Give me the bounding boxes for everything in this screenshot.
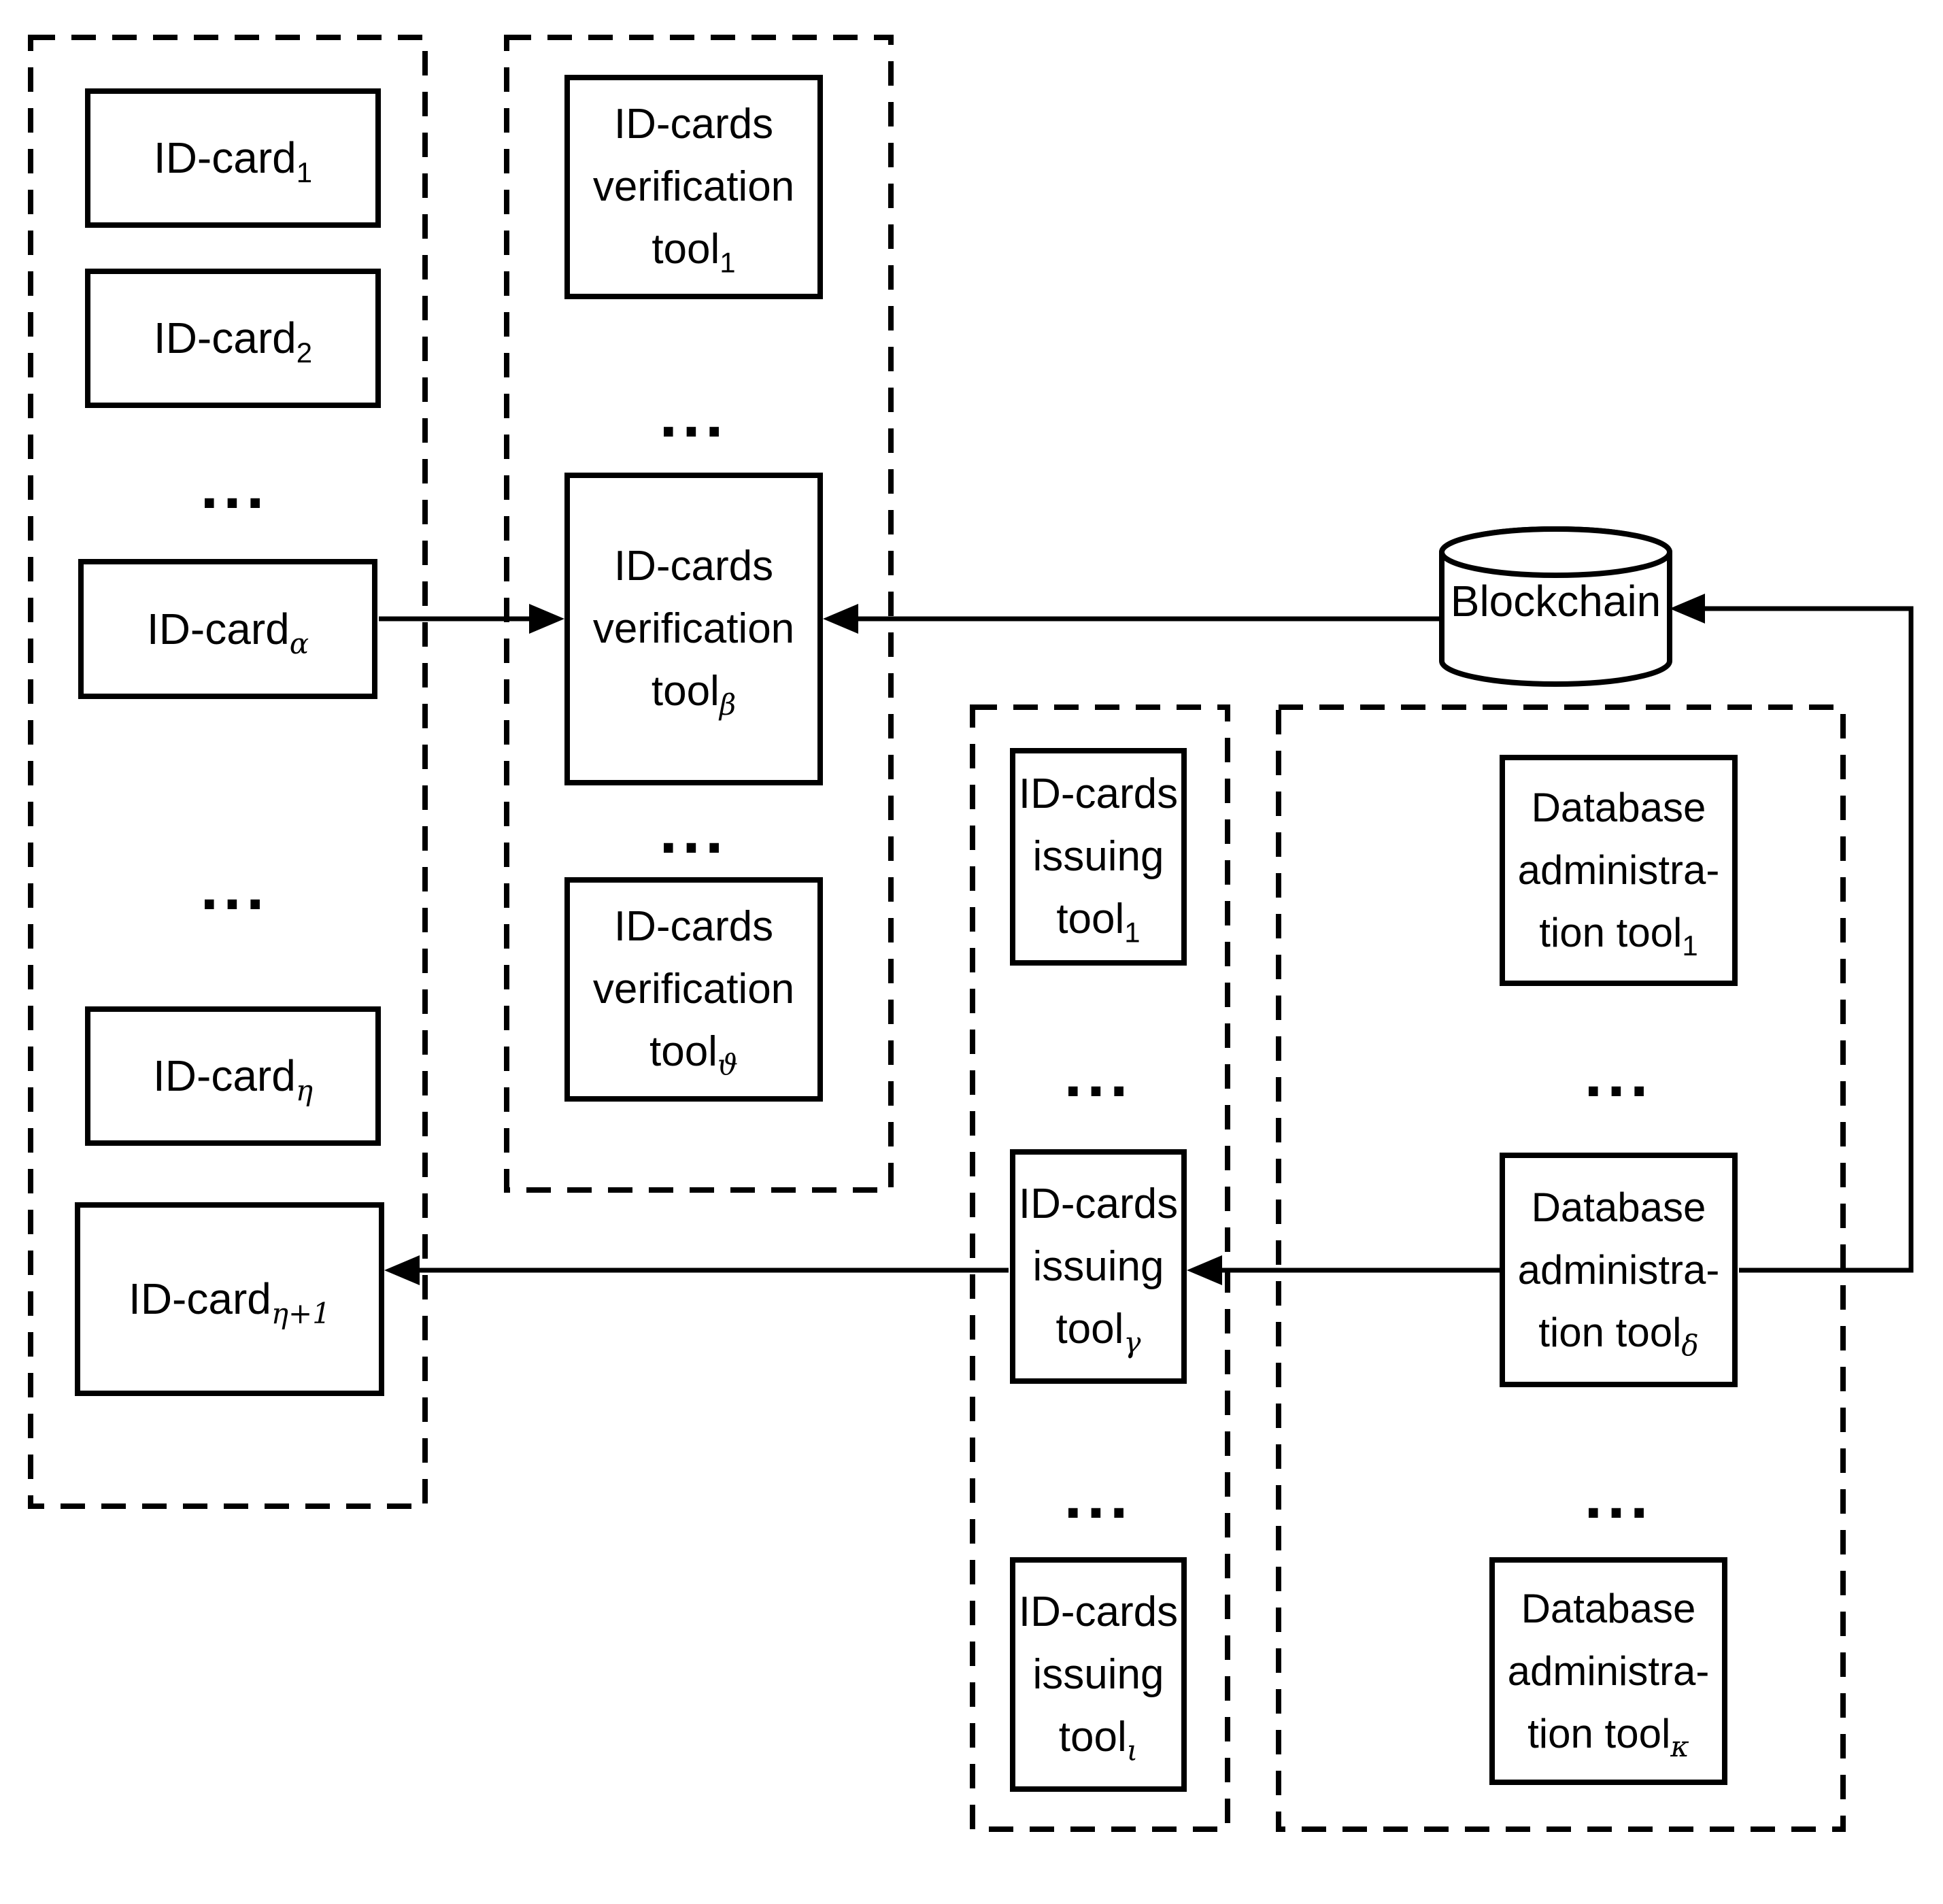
id-card-1-subscript: 1 <box>296 156 313 189</box>
db-admin-tool-1-subscript: 1 <box>1682 930 1698 962</box>
ellipsis-database-upper: ... <box>1584 1038 1653 1110</box>
id-card-2-subscript: 2 <box>296 337 313 369</box>
verification-tool-1-line2: verification <box>592 163 795 210</box>
issuing-tool-iota-line2: issuing <box>1032 1650 1164 1698</box>
arrow-blockchain-to-verification-tool-beta <box>823 604 1442 634</box>
verification-tool-theta-node: ID-cards verification toolϑ <box>564 877 823 1102</box>
id-card-alpha-node: ID-cardα <box>78 559 377 699</box>
blockchain-cylinder-icon <box>1439 526 1672 687</box>
verification-tools-group-box <box>504 35 894 1193</box>
issuing-tool-1-node: ID-cards issuing tool1 <box>1010 748 1187 966</box>
id-card-eta-node: ID-cardη <box>85 1006 381 1146</box>
id-card-eta-label: ID-card <box>153 1051 296 1101</box>
db-admin-tool-delta-line1: Database <box>1531 1184 1706 1230</box>
arrow-idcard-alpha-to-verification-tool-beta <box>379 604 564 634</box>
id-card-eta-plus-1-node: ID-cardη+1 <box>75 1202 384 1396</box>
verification-tool-beta-subscript: β <box>719 687 737 721</box>
db-admin-tool-1-node: Database administra- tion tool1 <box>1500 755 1738 986</box>
verification-tool-1-node: ID-cards verification tool1 <box>564 75 823 299</box>
verification-tool-beta-line2: verification <box>592 605 795 652</box>
issuing-tool-gamma-node: ID-cards issuing toolγ <box>1010 1149 1187 1384</box>
arrow-db-admin-tool-delta-to-issuing-tool-gamma <box>1187 1255 1502 1285</box>
id-card-1-node: ID-card1 <box>85 88 381 228</box>
verification-tool-1-line3: tool <box>652 226 720 273</box>
db-admin-tool-kappa-line3: tion tool <box>1527 1710 1671 1756</box>
id-card-eta-plus-1-subscript: η+1 <box>271 1297 331 1331</box>
verification-tool-theta-line3: tool <box>649 1028 717 1075</box>
ellipsis-id-cards-upper: ... <box>200 449 269 522</box>
verification-tool-theta-line1: ID-cards <box>613 903 774 950</box>
ellipsis-verification-upper: ... <box>659 378 728 451</box>
verification-tool-theta-subscript: ϑ <box>717 1048 738 1082</box>
id-card-alpha-subscript: α <box>289 626 309 660</box>
db-admin-tool-1-line3: tion tool <box>1539 910 1683 955</box>
issuing-tool-gamma-subscript: γ <box>1123 1325 1141 1359</box>
db-admin-tool-kappa-subscript: κ <box>1670 1729 1689 1763</box>
id-card-1-label: ID-card <box>153 133 297 183</box>
issuing-tool-iota-line3: tool <box>1058 1713 1127 1761</box>
issuing-tool-iota-subscript: ι <box>1126 1733 1138 1767</box>
ellipsis-database-lower: ... <box>1584 1459 1653 1532</box>
id-card-alpha-label: ID-card <box>146 604 290 653</box>
arrow-issuing-tool-gamma-to-idcard-eta-plus-1 <box>384 1255 1009 1285</box>
arrow-db-admin-tool-delta-to-blockchain <box>1670 594 1914 1273</box>
issuing-tool-1-line2: issuing <box>1032 833 1164 880</box>
issuing-tool-1-subscript: 1 <box>1124 916 1141 949</box>
verification-tool-1-line1: ID-cards <box>613 101 774 148</box>
issuing-tool-gamma-line2: issuing <box>1032 1242 1164 1290</box>
issuing-tool-gamma-line3: tool <box>1055 1305 1124 1353</box>
issuing-tool-1-line3: tool <box>1056 896 1125 942</box>
ellipsis-id-cards-lower: ... <box>200 851 269 923</box>
verification-tool-theta-line2: verification <box>592 966 795 1013</box>
id-card-eta-plus-1-label: ID-card <box>129 1274 271 1324</box>
db-admin-tool-delta-node: Database administra- tion toolδ <box>1500 1153 1738 1387</box>
issuing-tool-iota-line1: ID-cards <box>1018 1588 1179 1635</box>
id-card-2-node: ID-card2 <box>85 269 381 408</box>
ellipsis-verification-lower: ... <box>659 794 728 867</box>
verification-tool-1-subscript: 1 <box>720 246 736 279</box>
ellipsis-issuing-lower: ... <box>1064 1459 1133 1532</box>
db-admin-tool-kappa-node: Database administra- tion toolκ <box>1489 1557 1727 1785</box>
db-admin-tool-delta-subscript: δ <box>1681 1328 1699 1362</box>
ellipsis-issuing-upper: ... <box>1064 1038 1133 1110</box>
verification-tool-beta-line3: tool <box>651 668 720 715</box>
verification-tool-beta-line1: ID-cards <box>613 543 774 590</box>
db-admin-tool-1-line1: Database <box>1531 785 1706 830</box>
blockchain-label: Blockchain <box>1450 577 1661 626</box>
db-admin-tool-1-line2: administra- <box>1517 847 1720 893</box>
issuing-tool-1-line1: ID-cards <box>1018 770 1179 817</box>
db-admin-tool-kappa-line1: Database <box>1521 1585 1696 1631</box>
db-admin-tool-kappa-line2: administra- <box>1507 1648 1710 1694</box>
id-cards-group-box <box>28 35 428 1509</box>
id-card-eta-subscript: η <box>295 1074 313 1108</box>
id-card-2-label: ID-card <box>153 313 297 363</box>
db-admin-tool-delta-line3: tion tool <box>1538 1309 1682 1355</box>
db-admin-tool-delta-line2: administra- <box>1517 1246 1720 1293</box>
issuing-tool-gamma-line1: ID-cards <box>1018 1180 1179 1227</box>
verification-tool-beta-node: ID-cards verification toolβ <box>564 473 823 785</box>
issuing-tool-iota-node: ID-cards issuing toolι <box>1010 1557 1187 1792</box>
